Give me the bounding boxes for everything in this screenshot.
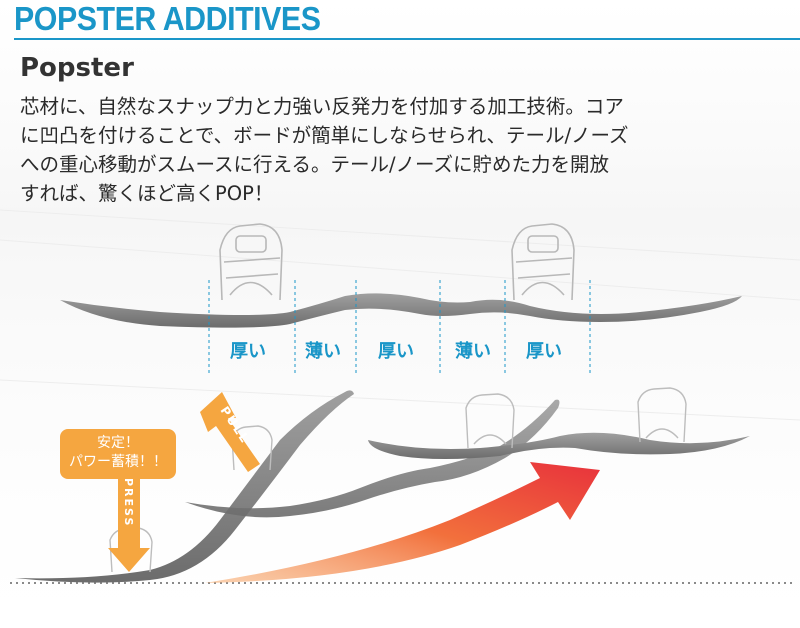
callout-line: 安定！ xyxy=(97,435,139,451)
board-profile-press xyxy=(15,390,354,583)
zone-label-thick: 厚い xyxy=(378,341,414,362)
press-arrow-label: PRESS xyxy=(122,478,135,527)
binding-icon xyxy=(637,387,687,443)
board-profile-flat xyxy=(60,293,742,328)
pull-arrow: PULL xyxy=(200,392,260,472)
title-divider xyxy=(14,38,800,40)
board-profile-air xyxy=(368,432,750,459)
binding-icon xyxy=(219,223,283,301)
zone-label-thin: 薄い xyxy=(305,341,341,362)
binding-icon xyxy=(465,393,515,449)
press-arrow: PRESS xyxy=(108,470,150,572)
stability-callout: 安定！ パワー蓄積！！ xyxy=(60,429,176,479)
section-subtitle: Popster xyxy=(20,53,134,83)
zone-dividers xyxy=(208,280,591,375)
board-profile-lift xyxy=(185,399,560,518)
binding-icon xyxy=(511,223,575,301)
callout-line: パワー蓄積！！ xyxy=(69,454,167,470)
zone-label-thin: 薄い xyxy=(455,341,491,362)
description-line: 芯材に、自然なスナップ力と力強い反発力を付加する加工技術。コア xyxy=(20,95,624,118)
zone-label-thick: 厚い xyxy=(230,341,266,362)
description-line: への重心移動がスムースに行える。テール/ノーズに貯めた力を開放 xyxy=(20,153,610,176)
description-line: すれば、驚くほど高くPOP！ xyxy=(20,182,274,205)
zone-label-thick: 厚い xyxy=(526,341,562,362)
pop-arrow xyxy=(205,462,600,583)
page-title: POPSTER ADDITIVES xyxy=(14,0,321,37)
description-line: に凹凸を付けることで、ボードが簡単にしならせられ、テール/ノーズ xyxy=(20,124,629,147)
description-text: 芯材に、自然なスナップ力と力強い反発力を付加する加工技術。コア に凹凸を付けるこ… xyxy=(20,92,795,208)
